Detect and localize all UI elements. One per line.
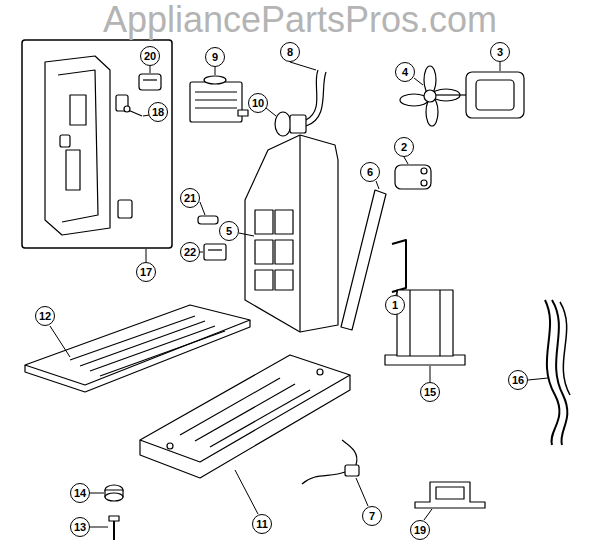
callout-number: 21 [180,188,200,208]
watermark: AppliancePartsPros.com [103,2,497,38]
callout-number: 3 [490,42,510,62]
callout-number: 4 [395,62,415,82]
callout-number: 14 [70,483,90,503]
callout-number: 20 [140,46,160,66]
callout-number: 19 [410,520,430,540]
callout-number: 6 [360,162,380,182]
callout-number: 12 [35,306,55,326]
callout-number: 17 [136,262,156,282]
callout-number: 18 [148,102,168,122]
callout-number: 5 [219,221,239,241]
callout-number: 7 [362,506,382,526]
callout-number: 8 [280,42,300,62]
callout-number: 9 [205,47,225,67]
callout-number: 10 [248,93,268,113]
callout-number: 13 [70,517,90,537]
callout-number: 22 [180,242,200,262]
callout-number: 16 [508,370,528,390]
callout-number: 11 [252,514,272,534]
callout-number: 1 [385,295,405,315]
callout-number: 2 [394,137,414,157]
callout-number: 15 [420,382,440,402]
